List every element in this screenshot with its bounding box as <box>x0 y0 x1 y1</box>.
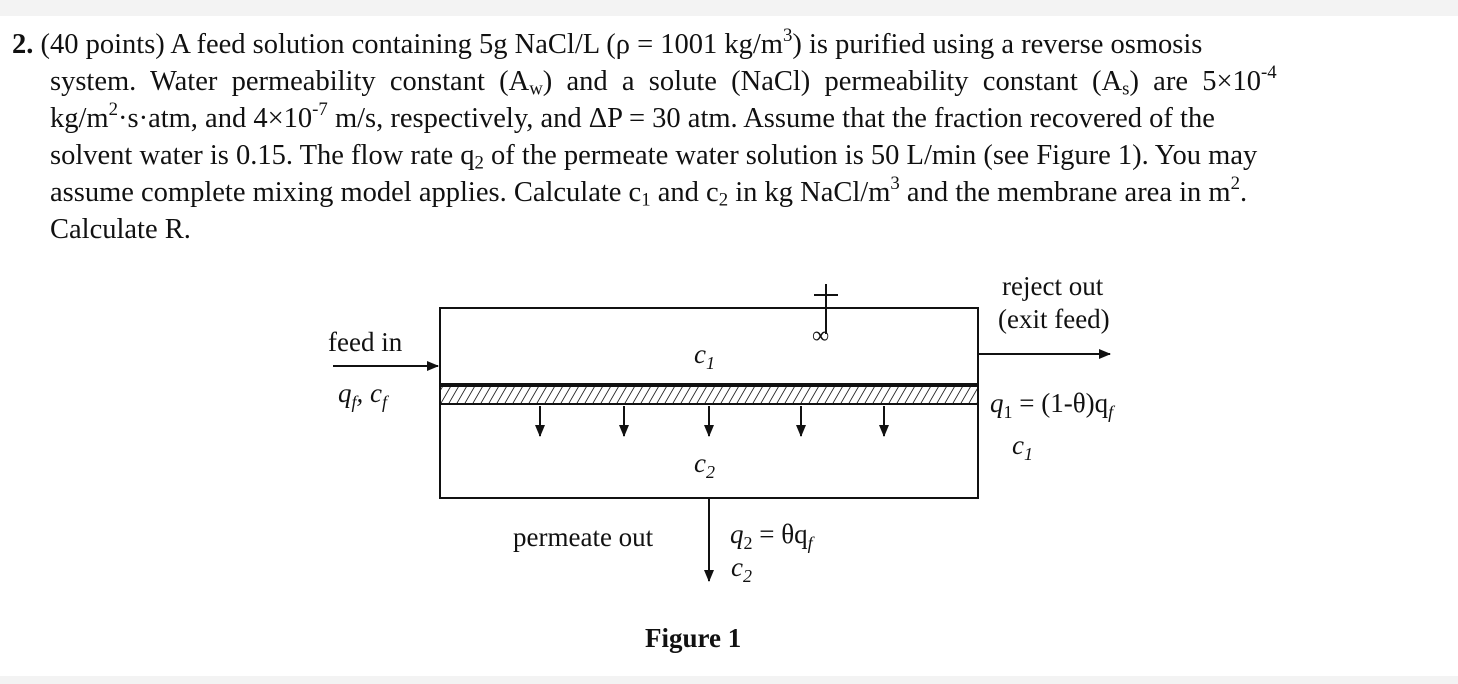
c2-bottom-label: c2 <box>694 448 715 482</box>
c2-out-label: c2 <box>731 552 752 586</box>
membrane <box>439 385 979 405</box>
lower-compartment <box>439 403 979 499</box>
problem-points: (40 points) <box>40 29 165 60</box>
permeate-out-label: permeate out <box>513 522 654 552</box>
problem-line-5: assume complete mixing model applies. Ca… <box>50 172 1248 211</box>
upper-compartment <box>439 307 979 385</box>
problem-line-4: solvent water is 0.15. The flow rate q2 … <box>50 140 1258 174</box>
feed-in-label: feed in <box>328 327 403 357</box>
reject-label-line1: reject out <box>1002 271 1104 301</box>
q1-label: q1 = (1-θ)qf <box>990 388 1116 422</box>
problem-number: 2. <box>12 29 34 60</box>
c1-right-label: c1 <box>1012 430 1033 464</box>
q2-label: q2 = θqf <box>730 519 816 553</box>
problem-line-3: kg/m2·s·atm, and 4×10-7 m/s, respectivel… <box>50 98 1215 134</box>
problem-line-6: Calculate R. <box>50 214 191 245</box>
page: 2. (40 points) A feed solution containin… <box>0 16 1458 676</box>
problem-statement: 2. (40 points) A feed solution containin… <box>12 26 1442 248</box>
problem-line-2: system. Water permeability constant (Aw)… <box>50 61 1277 100</box>
reject-label-line2: (exit feed) <box>998 304 1110 334</box>
problem-line-1: 2. (40 points) A feed solution containin… <box>12 24 1203 60</box>
stirrer-icon: ∞ <box>812 323 829 349</box>
figure-caption: Figure 1 <box>645 623 741 653</box>
c1-top-label: c1 <box>694 339 715 373</box>
feed-vars-label: qf, cf <box>338 378 390 412</box>
